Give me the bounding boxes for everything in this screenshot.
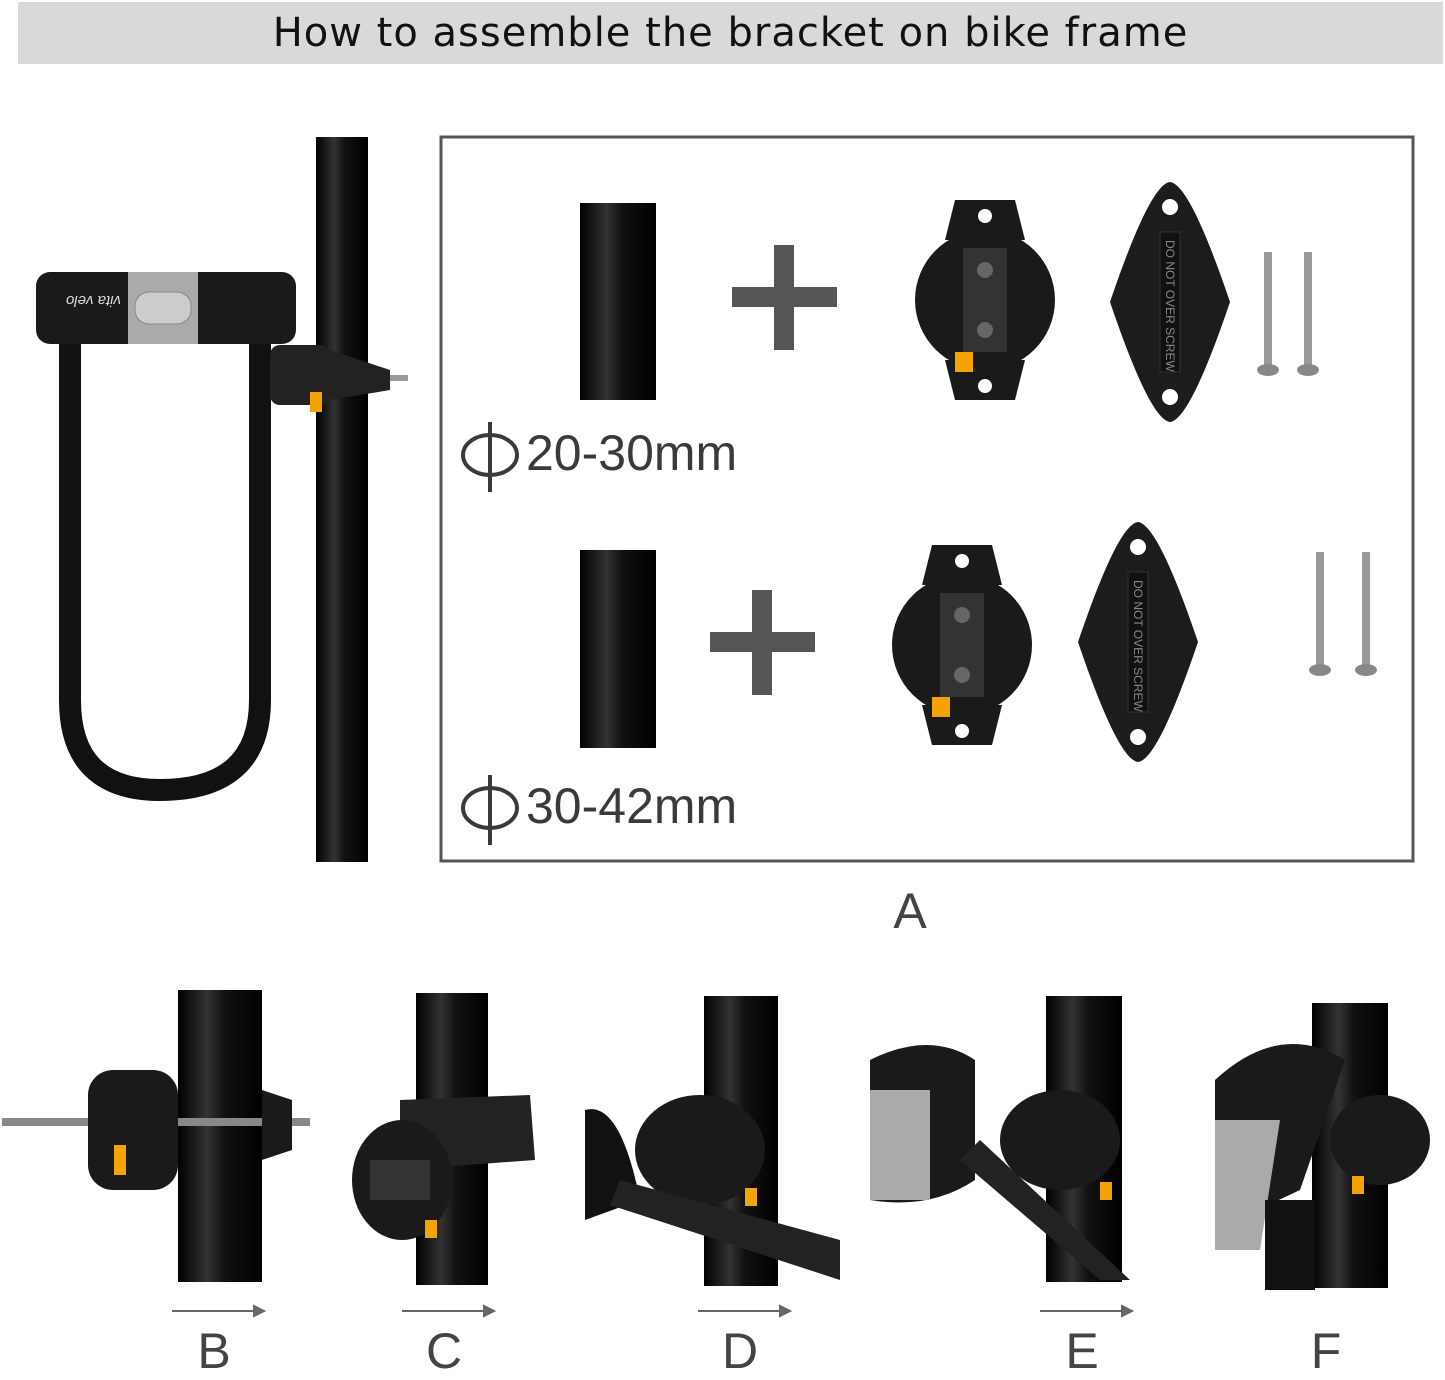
step-c-illustration [352,993,535,1285]
bracket-small [915,200,1055,400]
screw-icon [1257,252,1279,376]
step-label-e: E [1065,1323,1099,1379]
panel-a-frame [439,135,1415,863]
size-label-large: 30-42mm [526,778,738,834]
screw-icon [1297,252,1319,376]
screw-icon [1355,552,1377,676]
step-f-illustration [1215,1003,1430,1290]
pad-warning-text: DO NOT OVER SCREW [1131,580,1145,712]
step-label-c: C [425,1323,463,1379]
bracket-large [892,545,1032,745]
tube-large [580,550,656,748]
step-label-b: B [197,1323,231,1379]
size-label-small: 20-30mm [526,425,738,481]
tube-small [580,203,656,400]
arrow-right-icon [172,1304,1135,1318]
lock-brand-logo: vita velo [66,292,122,309]
step-d-illustration [585,996,840,1286]
plus-icon [710,590,815,695]
step-b-illustration [2,990,310,1282]
page-title: How to assemble the bracket on bike fram… [272,10,1189,56]
u-lock-mounted-illustration [36,137,408,862]
pad-warning-text: DO NOT OVER SCREW [1163,240,1177,372]
panel-a-label: A [893,883,927,939]
step-label-f: F [1310,1323,1342,1379]
header-banner: How to assemble the bracket on bike fram… [18,2,1443,64]
diameter-icon [461,422,519,845]
screw-icon [1309,552,1331,676]
step-e-illustration [870,996,1130,1282]
plus-icon [732,245,837,350]
step-label-d: D [721,1323,759,1379]
